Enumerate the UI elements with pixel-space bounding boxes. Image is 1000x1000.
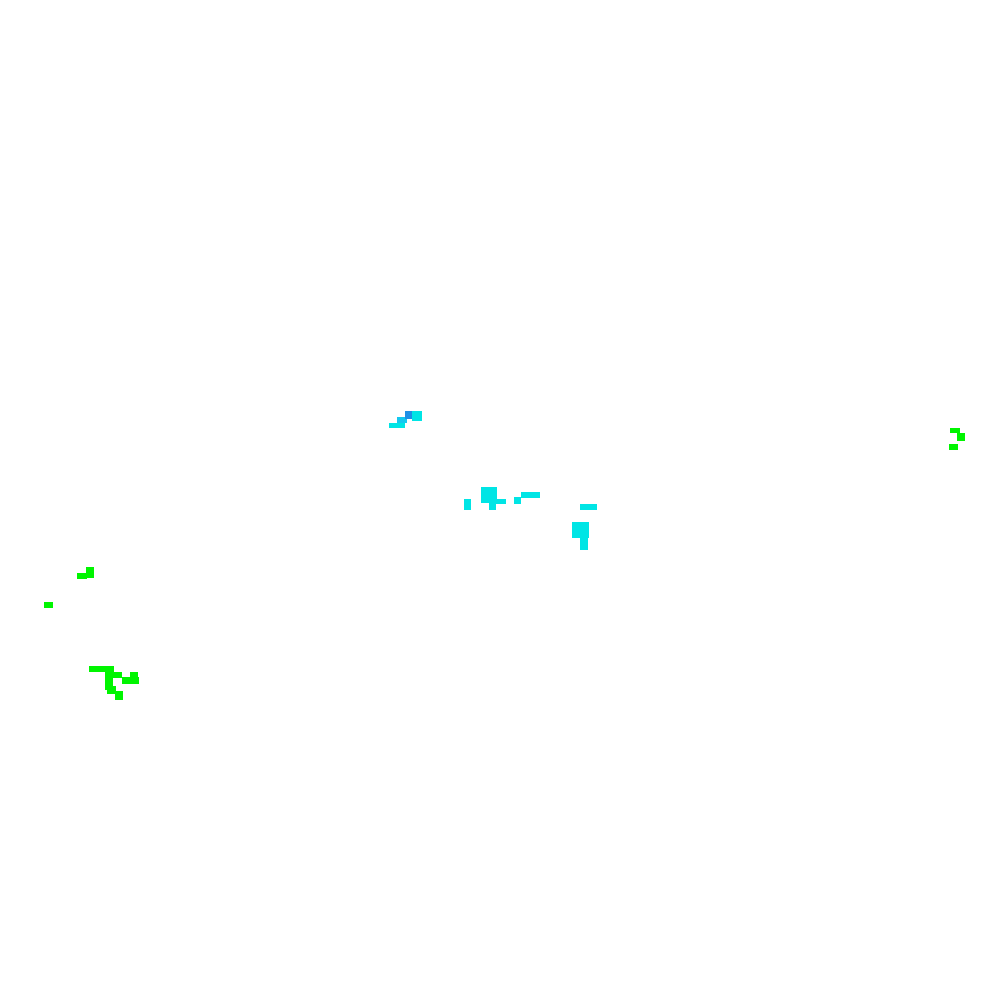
fragment-pixel: [77, 573, 87, 579]
cluster-pixel: [496, 499, 506, 504]
glyph-pixel: [130, 672, 138, 679]
glyph-pixel: [105, 670, 113, 690]
cluster-pixel: [481, 487, 497, 503]
glyph-pixel: [112, 672, 122, 678]
streak-segment: [397, 417, 407, 423]
streak-segment: [389, 423, 405, 428]
cluster-pixel: [580, 504, 597, 510]
hook-pixel: [949, 444, 958, 450]
glyph-pixel: [89, 666, 114, 672]
cluster-pixel: [580, 536, 588, 550]
hook-pixel: [950, 428, 960, 433]
glyph-pixel: [115, 691, 123, 700]
fragment-pixel: [86, 567, 94, 578]
glyph-pixel: [122, 677, 139, 684]
glyph-pixel: [107, 686, 116, 694]
cluster-pixel: [514, 497, 521, 504]
hook-pixel: [957, 433, 965, 441]
cluster-pixel: [464, 499, 471, 510]
streak-segment: [405, 411, 413, 419]
cluster-pixel: [572, 522, 589, 538]
fragment-pixel: [44, 602, 53, 608]
cluster-pixel: [489, 502, 496, 510]
cluster-pixel: [521, 492, 540, 498]
streak-segment: [412, 411, 422, 421]
